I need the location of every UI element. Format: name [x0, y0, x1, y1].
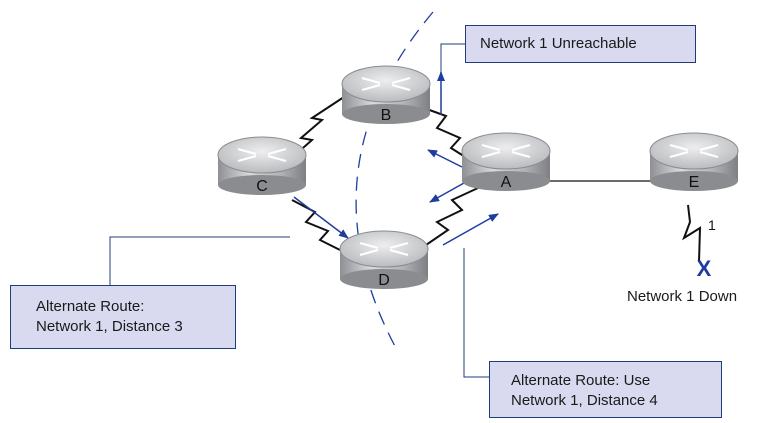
link-b-a — [423, 107, 471, 161]
arrow-a-to-b — [427, 149, 463, 168]
link-d-a — [425, 187, 479, 246]
link-c-b — [294, 94, 348, 156]
leader-unreachable — [440, 43, 465, 72]
leader-alt-right — [463, 248, 489, 378]
router-d: D — [339, 230, 429, 289]
callout-alt-left-line2: Network 1, Distance 3 — [36, 318, 183, 335]
network-down-x-icon: X — [697, 256, 712, 281]
arrow-c-to-d — [293, 196, 349, 239]
router-b-label: B — [381, 107, 392, 124]
router-e-label: E — [689, 174, 700, 191]
callout-network-unreachable: Network 1 Unreachable — [465, 25, 696, 63]
network-down-caption: Network 1 Down — [627, 288, 738, 305]
router-c-label: C — [256, 178, 268, 195]
router-b: B — [341, 65, 431, 124]
leader-alt-left — [109, 236, 290, 285]
router-c: C — [217, 136, 307, 195]
link-e-network1 — [682, 204, 702, 263]
callout-alt-right-line2: Network 1, Distance 4 — [511, 392, 658, 409]
callout-unreachable-text: Network 1 Unreachable — [480, 35, 637, 52]
router-a: A — [461, 132, 551, 191]
link-c-d — [291, 199, 341, 251]
callout-alt-right-line1: Alternate Route: Use — [511, 372, 651, 389]
router-e: E — [649, 132, 739, 191]
arrow-d-to-a — [442, 213, 499, 246]
callout-alt-left-line1: Alternate Route: — [36, 298, 145, 315]
network-1-link-label: 1 — [708, 217, 716, 233]
router-a-label: A — [501, 174, 512, 191]
leader-lines — [109, 43, 489, 378]
update-arrows — [293, 71, 499, 246]
callout-alternate-route-right: Alternate Route: Use Network 1, Distance… — [489, 361, 722, 418]
arrow-a-to-d — [429, 182, 465, 203]
callout-alternate-route-left: Alternate Route: Network 1, Distance 3 — [10, 285, 236, 349]
boundary-dashed-line — [355, 11, 434, 351]
router-d-label: D — [378, 272, 390, 289]
links — [291, 94, 702, 263]
